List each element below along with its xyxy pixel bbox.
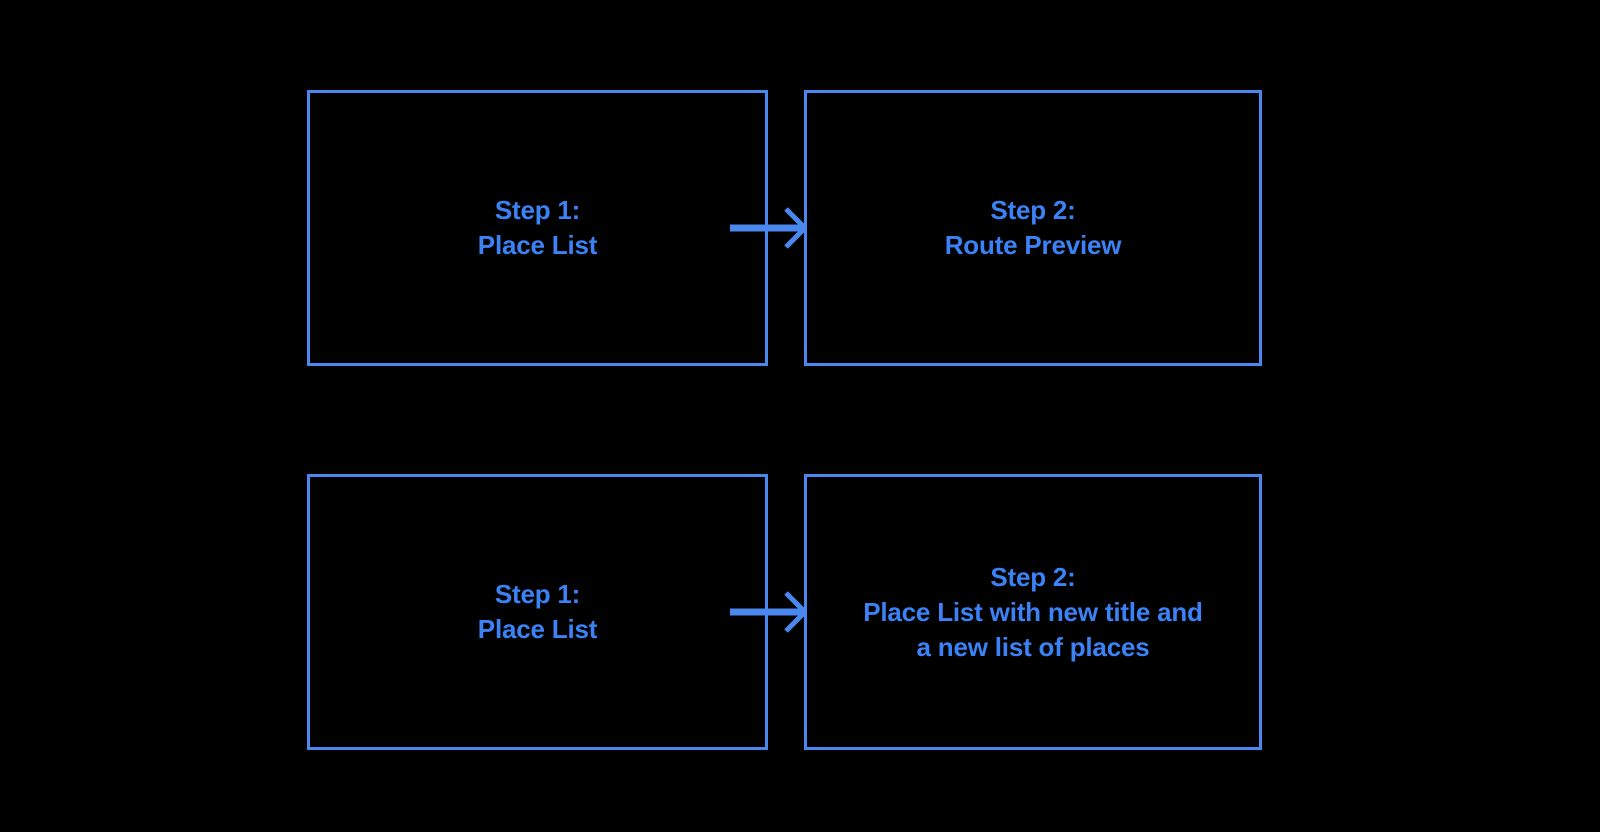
flow-row-top: Step 1: Place List Step 2: Route Preview <box>0 90 1600 366</box>
step-box-label: Step 1: Place List <box>477 195 598 260</box>
step-box-top-step-2[interactable]: Step 2: Route Preview <box>804 90 1262 366</box>
step-box-label: Step 2: Route Preview <box>944 195 1122 260</box>
flow-row-bottom: Step 1: Place List Step 2: Place List wi… <box>0 474 1600 750</box>
step-box-label: Step 1: Place List <box>477 579 598 644</box>
step-box-top-step-1[interactable]: Step 1: Place List <box>307 90 768 366</box>
step-box-bottom-step-1[interactable]: Step 1: Place List <box>307 474 768 750</box>
step-box-label: Step 2: Place List with new title and a … <box>863 561 1203 662</box>
step-box-bottom-step-2[interactable]: Step 2: Place List with new title and a … <box>804 474 1262 750</box>
